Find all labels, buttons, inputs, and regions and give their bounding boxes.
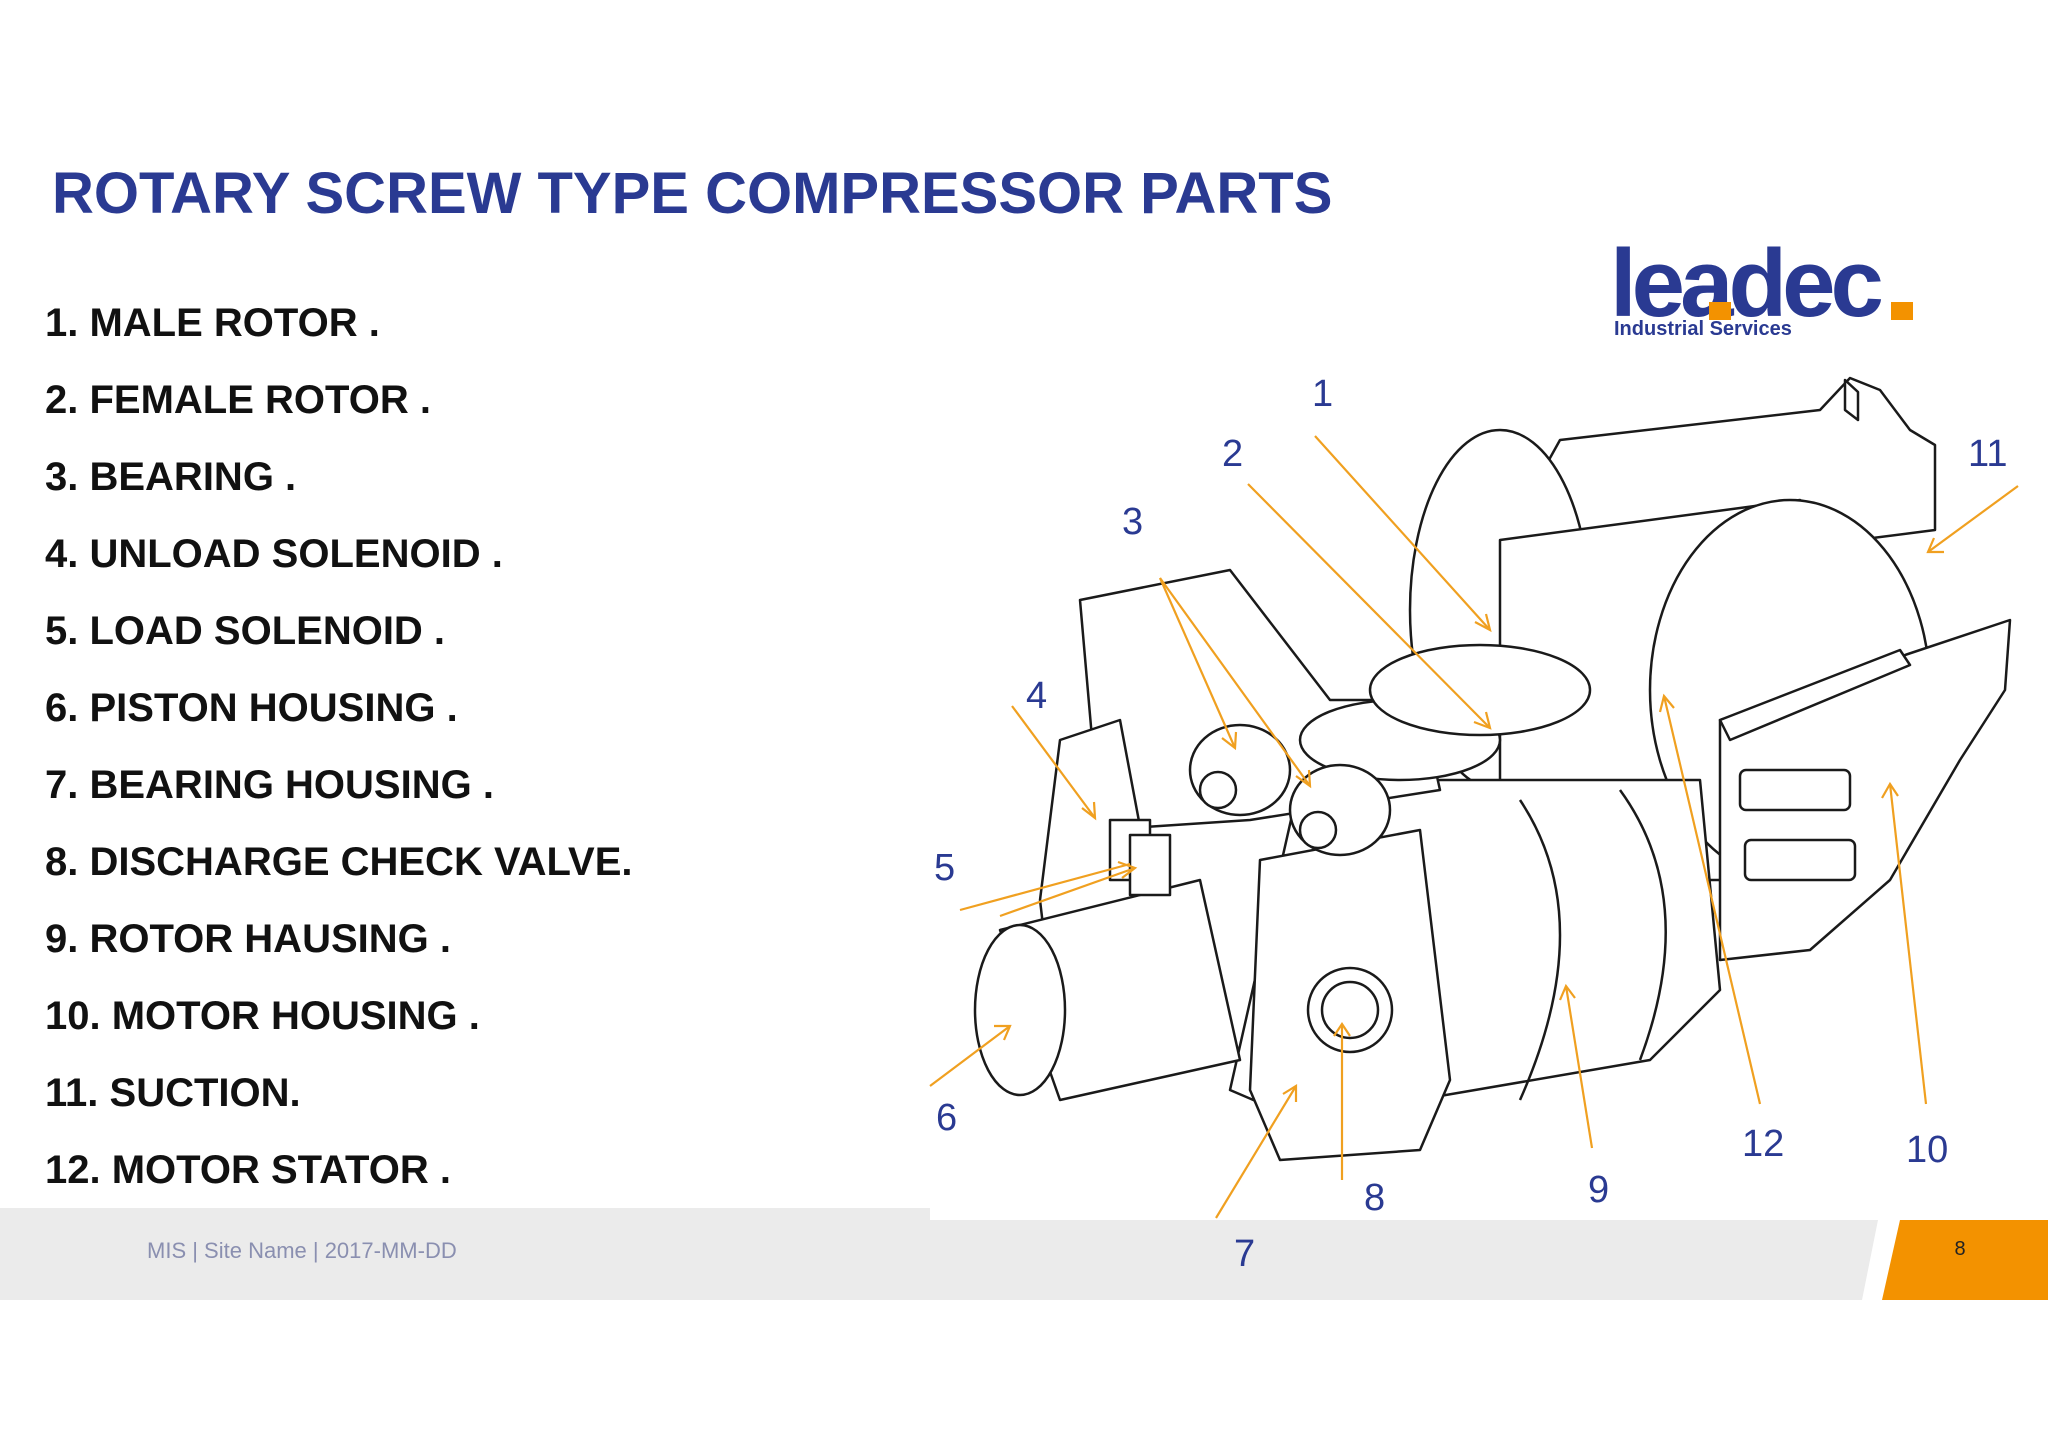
leader-arrow-3a <box>1158 577 1237 749</box>
parts-list-item: 1. MALE ROTOR . <box>45 301 380 345</box>
arrowhead-icon <box>1117 860 1138 879</box>
arrowhead-icon <box>1295 769 1312 789</box>
terminal-block <box>1743 838 1857 882</box>
callout-10: 10 <box>1906 1129 1948 1171</box>
bearing-bolt <box>1298 810 1338 850</box>
piston-housing-end <box>973 923 1067 1097</box>
callout-1: 1 <box>1312 373 1333 415</box>
footer-band-left <box>0 1208 930 1300</box>
parts-list-item: 11. SUCTION. <box>45 1071 301 1115</box>
logo-subtitle: Industrial Services <box>1614 318 1792 340</box>
company-logo: leadec Industrial Services <box>1610 230 1913 346</box>
bearing-bolt <box>1198 770 1238 810</box>
female-rotor <box>1368 643 1592 737</box>
parts-list: 1. MALE ROTOR . 2. FEMALE ROTOR . 3. BEA… <box>45 294 632 1218</box>
parts-list-item: 5. LOAD SOLENOID . <box>45 609 446 653</box>
arrowhead-icon <box>1881 781 1899 799</box>
footer-band <box>0 1208 2048 1300</box>
leader-arrow-11 <box>1927 485 2019 553</box>
arrowhead-icon <box>1558 983 1576 1001</box>
callout-4: 4 <box>1026 675 1047 717</box>
logo-accent-mark <box>1709 302 1731 320</box>
rotor-housing-rib <box>1518 799 1562 1101</box>
logo-accent-mark <box>1891 302 1913 320</box>
parts-list-item: 8. DISCHARGE CHECK VALVE. <box>45 840 633 884</box>
callout-5: 5 <box>934 847 955 889</box>
discharge-check-valve-inner <box>1320 980 1380 1040</box>
leader-arrow-5a <box>959 862 1131 912</box>
parts-list-item: 9. ROTOR HAUSING . <box>45 917 451 961</box>
arrowhead-icon <box>994 1024 1012 1041</box>
leader-arrow-2 <box>1247 483 1491 729</box>
arrowhead-icon <box>1282 1084 1298 1102</box>
leader-arrow-7 <box>1215 1085 1297 1219</box>
arrowhead-icon <box>1333 1022 1351 1037</box>
leader-arrow-12 <box>1662 695 1762 1105</box>
terminal-block <box>1738 768 1852 812</box>
suction-flange-lug <box>1843 378 1860 422</box>
leader-arrow-9 <box>1564 985 1594 1149</box>
leader-arrow-5b <box>999 866 1136 918</box>
callout-2: 2 <box>1222 433 1243 475</box>
callout-12: 12 <box>1742 1123 1784 1165</box>
motor-housing-edge <box>1718 648 1912 742</box>
load-solenoid <box>1128 833 1172 897</box>
parts-list-item: 10. MOTOR HOUSING . <box>45 994 480 1038</box>
logo-wordmark: leadec <box>1610 230 1884 337</box>
page-number-tab <box>1882 1220 2048 1300</box>
compressor-drawing <box>973 376 2012 1162</box>
callout-3: 3 <box>1122 501 1143 543</box>
leader-arrow-4 <box>1011 705 1096 819</box>
leader-arrow-1 <box>1314 435 1491 631</box>
callout-8: 8 <box>1364 1177 1385 1219</box>
callout-11: 11 <box>1968 433 2007 475</box>
leader-arrow-6 <box>929 1025 1011 1087</box>
parts-list-item: 3. BEARING . <box>45 455 297 499</box>
callout-9: 9 <box>1588 1169 1609 1211</box>
callout-7: 7 <box>1234 1233 1255 1275</box>
parts-list-item: 12. MOTOR STATOR . <box>45 1148 451 1192</box>
arrowhead-icon <box>1081 801 1097 821</box>
page-number: 8 <box>1954 1238 1966 1260</box>
parts-list-item: 7. BEARING HOUSING . <box>45 763 494 807</box>
arrowhead-icon <box>1473 711 1492 730</box>
callout-labels: 1 2 3 4 5 6 7 8 9 10 11 12 <box>934 373 2007 1275</box>
leader-arrows <box>929 435 2019 1219</box>
footer-band-right <box>930 1220 1878 1300</box>
arrowhead-icon <box>1926 537 1944 554</box>
leader-arrow-3b <box>1159 577 1311 787</box>
footer-text: MIS | Site Name | 2017-MM-DD <box>147 1238 457 1263</box>
slide-title: ROTARY SCREW TYPE COMPRESSOR PARTS <box>52 161 1333 226</box>
leader-arrow-10 <box>1888 783 1928 1105</box>
arrowhead-icon <box>1474 613 1492 633</box>
arrowhead-icon <box>1658 693 1675 713</box>
parts-list-item: 6. PISTON HOUSING . <box>45 686 458 730</box>
parts-list-item: 2. FEMALE ROTOR . <box>45 378 431 422</box>
rotor-housing-rib <box>1618 789 1667 1061</box>
arrowhead-icon <box>1221 731 1238 751</box>
parts-list-item: 4. UNLOAD SOLENOID . <box>45 532 503 576</box>
callout-6: 6 <box>936 1097 957 1139</box>
